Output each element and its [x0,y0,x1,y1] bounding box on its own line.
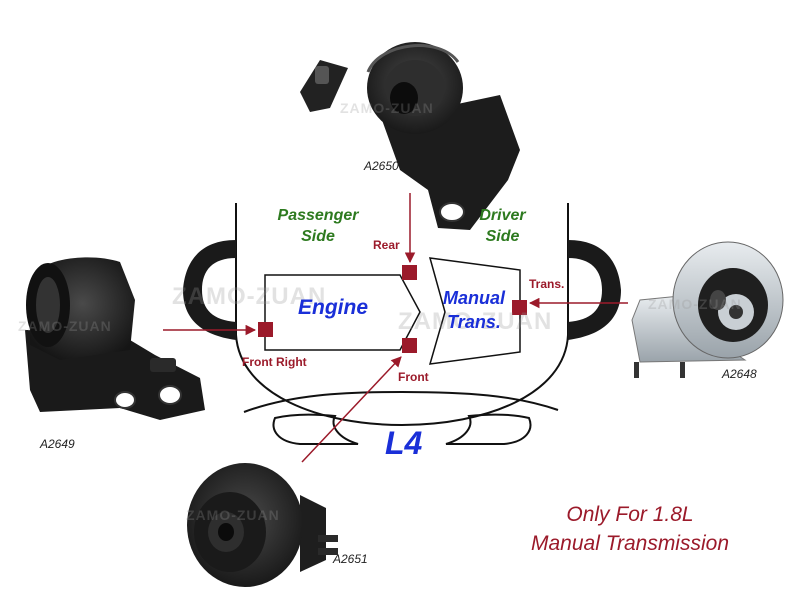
marker-front-right [258,322,273,337]
mount-photo-a2650 [300,42,520,230]
engine-label: Engine [298,296,369,319]
manual-label-line2: Trans. [447,312,501,332]
arrows [163,193,628,463]
watermark-bottom: ZAMO-ZUAN [186,507,280,523]
front-label: Front [398,370,429,384]
headlights [272,413,532,445]
passenger-label-line2: Side [301,228,335,245]
marker-front [402,338,417,353]
driver-side-label: Driver Side [465,205,540,247]
driver-label-line2: Side [485,228,520,245]
engine-type-label: L4 [385,425,423,461]
engine-block [264,274,421,351]
marker-trans [512,300,527,315]
passenger-label-line1: Passenger [277,207,359,224]
arrow-a2651 [301,356,402,463]
watermark-center: ZAMO-ZUAN [398,308,553,335]
front-right-label: Front Right [242,355,307,369]
mount-photo-a2651 [187,463,338,587]
passenger-side-label: Passenger Side [268,205,368,247]
manual-label-line1: Manual [442,288,505,308]
mount-markers [258,265,527,353]
part-label-a2649: A2649 [40,437,75,451]
rear-label: Rear [373,238,400,252]
mount-photo-a2649 [25,257,205,420]
part-label-a2650: A2650 [364,159,399,173]
wheel-arches [183,240,621,340]
note-line1: Only For 1.8L [566,503,694,526]
watermark-right: ZAMO-ZUAN [648,296,742,312]
application-note: Only For 1.8L Manual Transmission [520,500,740,558]
watermark-left-2: ZAMO-ZUAN [18,318,112,334]
mount-photo-a2648 [631,241,784,378]
part-label-a2648: A2648 [722,367,757,381]
trans-label: Trans. [529,277,565,291]
watermark-left: ZAMO-ZUAN [172,283,327,310]
watermark-top: ZAMO-ZUAN [340,100,434,116]
transmission-block [428,257,521,365]
note-line2: Manual Transmission [530,532,729,555]
part-label-a2651: A2651 [333,552,368,566]
marker-rear [402,265,417,280]
manual-trans-label: Manual Trans. [438,286,510,334]
driver-label-line1: Driver [479,207,526,224]
